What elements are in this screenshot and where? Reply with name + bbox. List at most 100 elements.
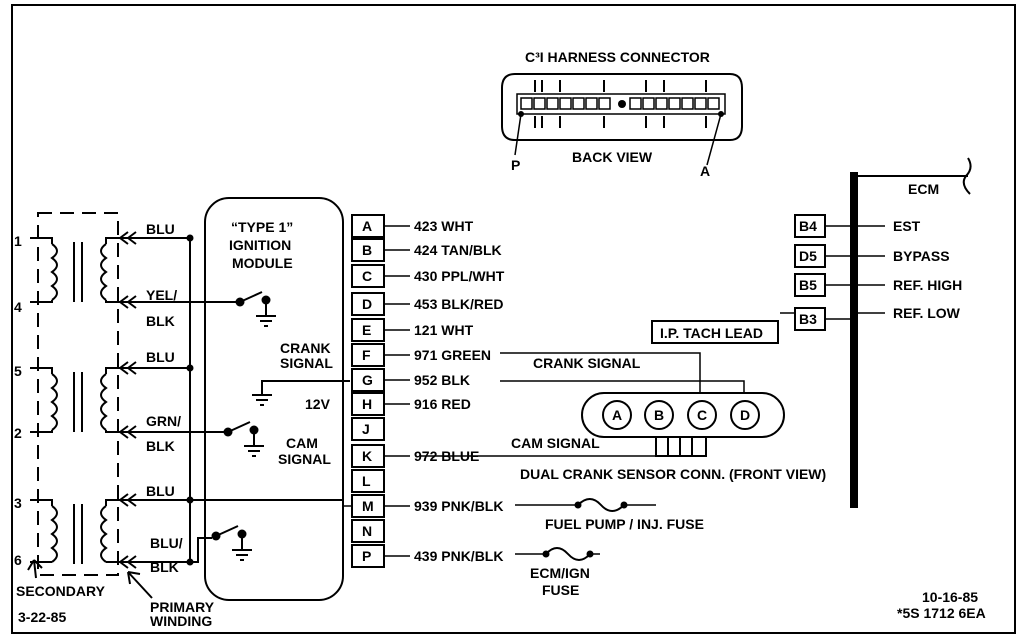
connector-cavity [572,97,585,110]
module-crank-line2: SIGNAL [280,355,333,371]
switch-blade [239,291,263,303]
connector-cavity [642,97,655,110]
sensor-pin-label: D [740,407,750,423]
switch-ground [244,430,264,457]
primary-label-line2: WINDING [150,613,212,629]
coil-lead-wire [119,361,190,375]
switch-blade [215,525,239,537]
connector-cavity [694,97,707,110]
bus-junction [186,364,194,372]
bus-junction [186,234,194,242]
connector-cavity [585,97,598,110]
coil-terminal-5: 5 [14,363,22,379]
ecm-ign-fuse-label-line1: ECM/IGN [530,565,590,581]
coil-lead-label: BLK [150,559,179,575]
tach-lead-label: I.P. TACH LEAD [660,325,763,341]
crank-sensor-body [581,392,785,438]
coil-terminal-2: 2 [14,425,22,441]
pin-label-e: E [362,322,371,338]
pin-label-f: F [362,347,371,363]
connector-cavity [668,97,681,110]
ecm-pin-label: B4 [799,218,817,234]
crank-sensor-caption: DUAL CRANK SENSOR CONN. (FRONT VIEW) [520,466,826,482]
secondary-leads [30,237,53,303]
module-12v: 12V [305,396,331,412]
coil-lead-label: BLU [146,483,175,499]
coil-terminal-3: 3 [14,495,22,511]
coil-lead-wire [119,425,228,439]
coil-core [73,242,83,302]
ecm-signal-label: REF. LOW [893,305,961,321]
connector-cavity [707,97,720,110]
connector-pin-p-label: P [511,157,520,173]
wire-label: 453 BLK/RED [414,296,503,312]
coil-lead-label: BLK [146,438,175,454]
connector-cavity [559,97,572,110]
crank-signal-wires [500,352,745,393]
ecm-pin-label: D5 [799,248,817,264]
ecm-signal-label: EST [893,218,921,234]
fuel-pump-fuse-label: FUEL PUMP / INJ. FUSE [545,516,704,532]
sensor-pin-label: A [612,407,622,423]
wire-label: 423 WHT [414,218,474,234]
switch-ground [256,300,276,327]
primary-arrow [127,571,153,599]
date-right-line2: *5S 1712 6EA [897,605,986,621]
wire-label: 424 TAN/BLK [414,242,502,258]
pin-label-n: N [362,523,372,539]
ecm-pin-label: B3 [799,311,817,327]
pin-label-a: A [362,218,372,234]
harness-connector: C³I HARNESS CONNECTOR P A BACK VIEW [501,49,743,179]
module-switches [211,291,276,561]
ecm-signal-line [825,312,885,320]
coil-core [73,372,83,432]
tach-lead-box [651,320,779,344]
sensor-pin-a [602,400,632,430]
diagram-frame [11,4,1016,634]
coil-lead-label: YEL/ [146,287,177,303]
pin-label-d: D [362,296,372,312]
ecm: ECM [850,157,972,508]
primary-winding [100,373,108,431]
sensor-pin-c [687,400,717,430]
pin-box-l [351,469,385,493]
pin-label-k: K [362,448,372,464]
coil-core [73,504,83,564]
coil-lead-label: BLU [146,349,175,365]
sensor-pin-label: B [654,407,664,423]
secondary-winding [50,373,58,431]
primary-leads [105,499,120,563]
date-left: 3-22-85 [18,609,66,625]
wire-label: 439 PNK/BLK [414,548,503,564]
coil-windings [30,237,120,564]
ignition-module: “TYPE 1” IGNITION MODULE CRANK SIGNAL 12… [204,197,350,601]
pin-box-j [351,417,385,441]
wire-label: 121 WHT [414,322,474,338]
connector-pin-row [516,93,726,115]
ecm-ign-fuse-symbol [545,547,591,561]
coil-terminal-1: 1 [14,233,22,249]
primary-winding [100,243,108,301]
connector-cavity [655,97,668,110]
connector-cavity [520,97,533,110]
connector-center-post [618,100,626,108]
ecm-break-line [858,157,972,195]
module-cam-line2: SIGNAL [278,451,331,467]
connector-cavity [546,97,559,110]
blu-blk-to-switch [190,537,212,563]
switch-blade [227,421,251,433]
coil-lead-label: BLU [146,221,175,237]
ignition-module-body [204,197,344,601]
secondary-winding [50,243,58,301]
connector-pin-cavities [520,97,720,110]
wire-label: 952 BLK [414,372,470,388]
module-title-line3: MODULE [232,255,293,271]
coil-lead-wire [119,295,240,309]
